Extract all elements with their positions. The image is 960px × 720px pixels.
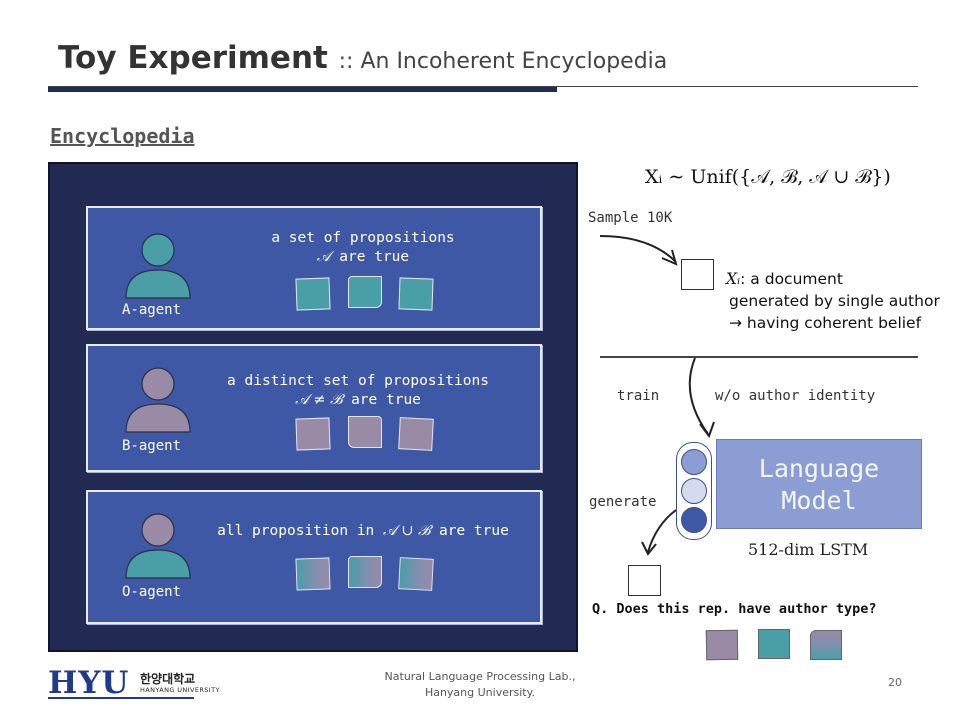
slide-title: Toy Experiment :: An Incoherent Encyclop… [58,40,667,76]
generate-arrow-icon [641,509,677,556]
agent-b-label: B-agent [122,438,182,454]
agent-a-line2: 𝒜 are true [238,249,488,265]
sample-label: Sample 10K [588,210,673,226]
without-author-label: w/o author identity [715,388,876,404]
document-variable: Xᵢ [726,270,741,288]
agent-a-line1: a set of propositions [271,230,455,246]
sampling-formula: Xᵢ ∼ Unif({𝒜, ℬ, 𝒜 ∪ ℬ}) [645,166,891,188]
agent-o-label: O-agent [122,584,182,600]
train-label: train [617,388,660,404]
neuron-icon [681,478,707,504]
agent-panel-b: B-agent a distinct set of propositions 𝒜… [86,344,542,472]
agent-a-math: 𝒜 [316,249,331,265]
neuron-icon [681,449,707,475]
agent-b-math: 𝒜 ≠ ℬ [295,392,343,408]
agent-a-document-icon [348,276,382,308]
document-description-line2: generated by single author [729,292,940,310]
title-rule-thick [48,87,557,92]
document-description-line3: → having coherent belief [729,314,922,332]
footer-lab-line1: Natural Language Processing Lab., [384,670,576,683]
generated-document-icon [628,565,661,596]
document-description-text: : a document [740,270,843,288]
language-model-line2: Model [781,486,857,515]
question-document-icon [758,629,790,659]
document-description-line1: Xᵢ: a document [726,268,940,290]
page-number: 20 [888,676,902,689]
title-rule-thin [48,86,918,87]
agent-b-are-true: are true [351,392,421,408]
agent-b-avatar-icon [125,367,191,433]
agent-o-text-pre: all proposition in [217,523,375,539]
question-document-icon [810,630,842,660]
language-model-line1: Language [758,454,880,483]
section-heading: Encyclopedia [50,124,195,148]
sampled-document-icon [681,259,714,290]
university-logo-korean: 한양대학교 [140,672,196,686]
model-caption: 512-dim LSTM [748,540,869,559]
footer-lab-line2: Hanyang University. [424,686,536,699]
university-logo: HYU [48,665,130,701]
agent-o-math: 𝒜 ∪ ℬ [383,523,431,539]
sample-arrow-icon [599,235,678,266]
question-document-icon [705,629,739,661]
footer-lab-name: Natural Language Processing Lab., Hanyan… [350,669,610,701]
logo-underline [48,697,194,699]
agent-b-line2: 𝒜 ≠ ℬ are true [208,392,508,408]
hidden-representation [676,442,712,540]
agent-o-are-true: are true [439,523,509,539]
language-model-box: Language Model [716,439,922,529]
agent-a-label: A-agent [122,302,182,318]
slide-title-main: Toy Experiment [58,40,328,76]
section-divider [600,356,918,358]
agent-o-avatar-icon [125,513,191,579]
agent-o-line1: all proposition in 𝒜 ∪ ℬ are true [198,523,528,539]
generate-label: generate [589,494,657,510]
university-logo-english: HANYANG UNIVERSITY [140,686,220,694]
question-text: Q. Does this rep. have author type? [592,601,877,617]
agent-b-line1: a distinct set of propositions [227,373,489,389]
agent-a-avatar-icon [125,233,191,299]
agent-a-are-true: are true [339,249,410,265]
slide-title-sub: :: An Incoherent Encyclopedia [338,49,668,74]
agent-o-document-icon [348,556,382,588]
train-arrow-icon [688,357,715,439]
document-description: Xᵢ: a document generated by single autho… [726,268,940,334]
agent-panel-o: O-agent all proposition in 𝒜 ∪ ℬ are tru… [86,490,542,624]
agent-b-document-icon [348,416,382,448]
encyclopedia-frame: A-agent a set of propositions 𝒜 are true… [48,162,578,652]
agent-panel-a: A-agent a set of propositions 𝒜 are true [86,206,542,330]
neuron-icon [681,507,707,533]
